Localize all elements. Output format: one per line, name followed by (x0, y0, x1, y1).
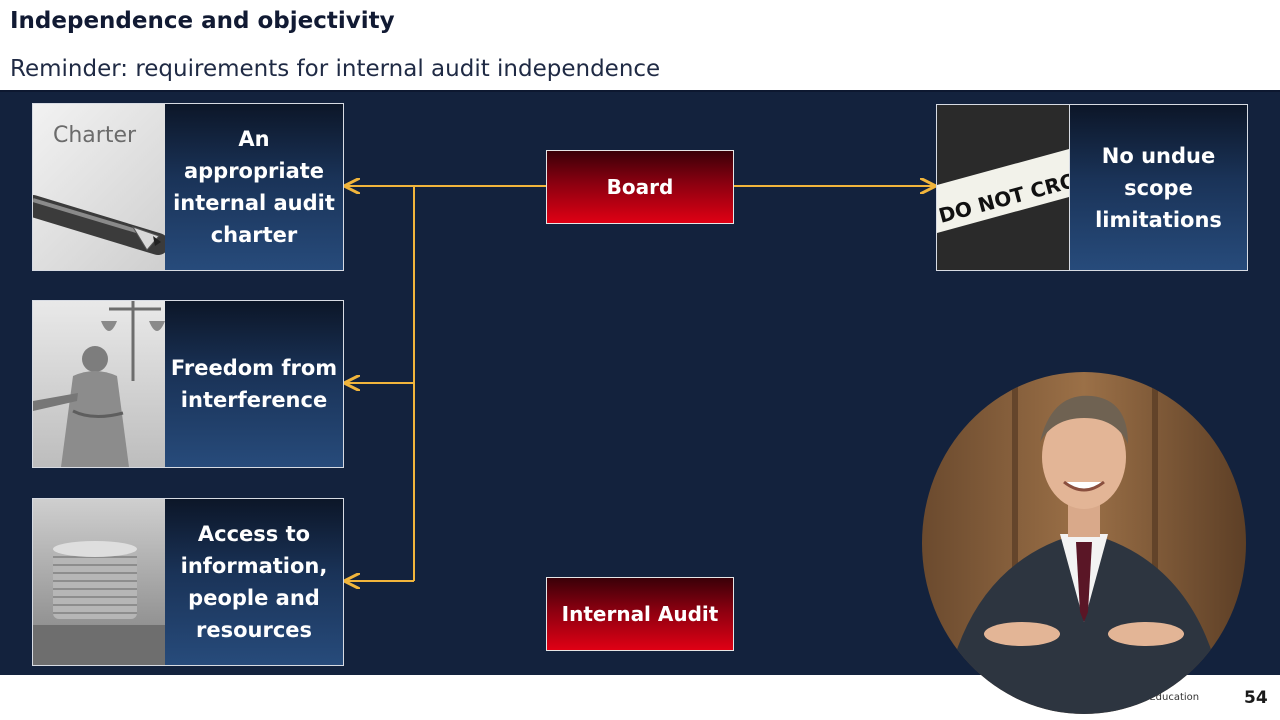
lady-justice-image (33, 301, 165, 467)
slide-title: Independence and objectivity (10, 8, 395, 34)
card-freedom: Freedom from interference (32, 300, 344, 468)
internal-audit-box: Internal Audit (546, 577, 734, 651)
presenter-icon (922, 372, 1246, 714)
slide-header: Independence and objectivity Reminder: r… (0, 0, 1280, 90)
coin-stack-image (33, 499, 165, 665)
card-charter: Charter An appropriate internal audit ch… (32, 103, 344, 271)
card-access: Access to information, people and resour… (32, 498, 344, 666)
presenter-video (922, 372, 1246, 714)
coins-icon (33, 541, 165, 665)
footer-brand: e Education (1140, 692, 1200, 703)
page-number: 54 (1244, 688, 1268, 708)
card-freedom-label: Freedom from interference (165, 301, 343, 467)
card-access-label: Access to information, people and resour… (165, 499, 343, 665)
pen-on-charter-image: Charter (33, 104, 165, 270)
charter-caption: Charter (53, 123, 137, 148)
card-charter-label: An appropriate internal audit charter (165, 104, 343, 270)
justice-statue-icon (33, 301, 165, 467)
slide-subtitle: Reminder: requirements for internal audi… (10, 56, 661, 82)
police-tape-icon: DO NOT CROSS (937, 105, 1069, 270)
pen-icon: Charter (33, 123, 165, 255)
board-box: Board (546, 150, 734, 224)
police-tape-image: DO NOT CROSS (937, 105, 1070, 270)
card-scope: DO NOT CROSS No undue scope limitations (936, 104, 1248, 271)
card-scope-label: No undue scope limitations (1070, 105, 1247, 270)
